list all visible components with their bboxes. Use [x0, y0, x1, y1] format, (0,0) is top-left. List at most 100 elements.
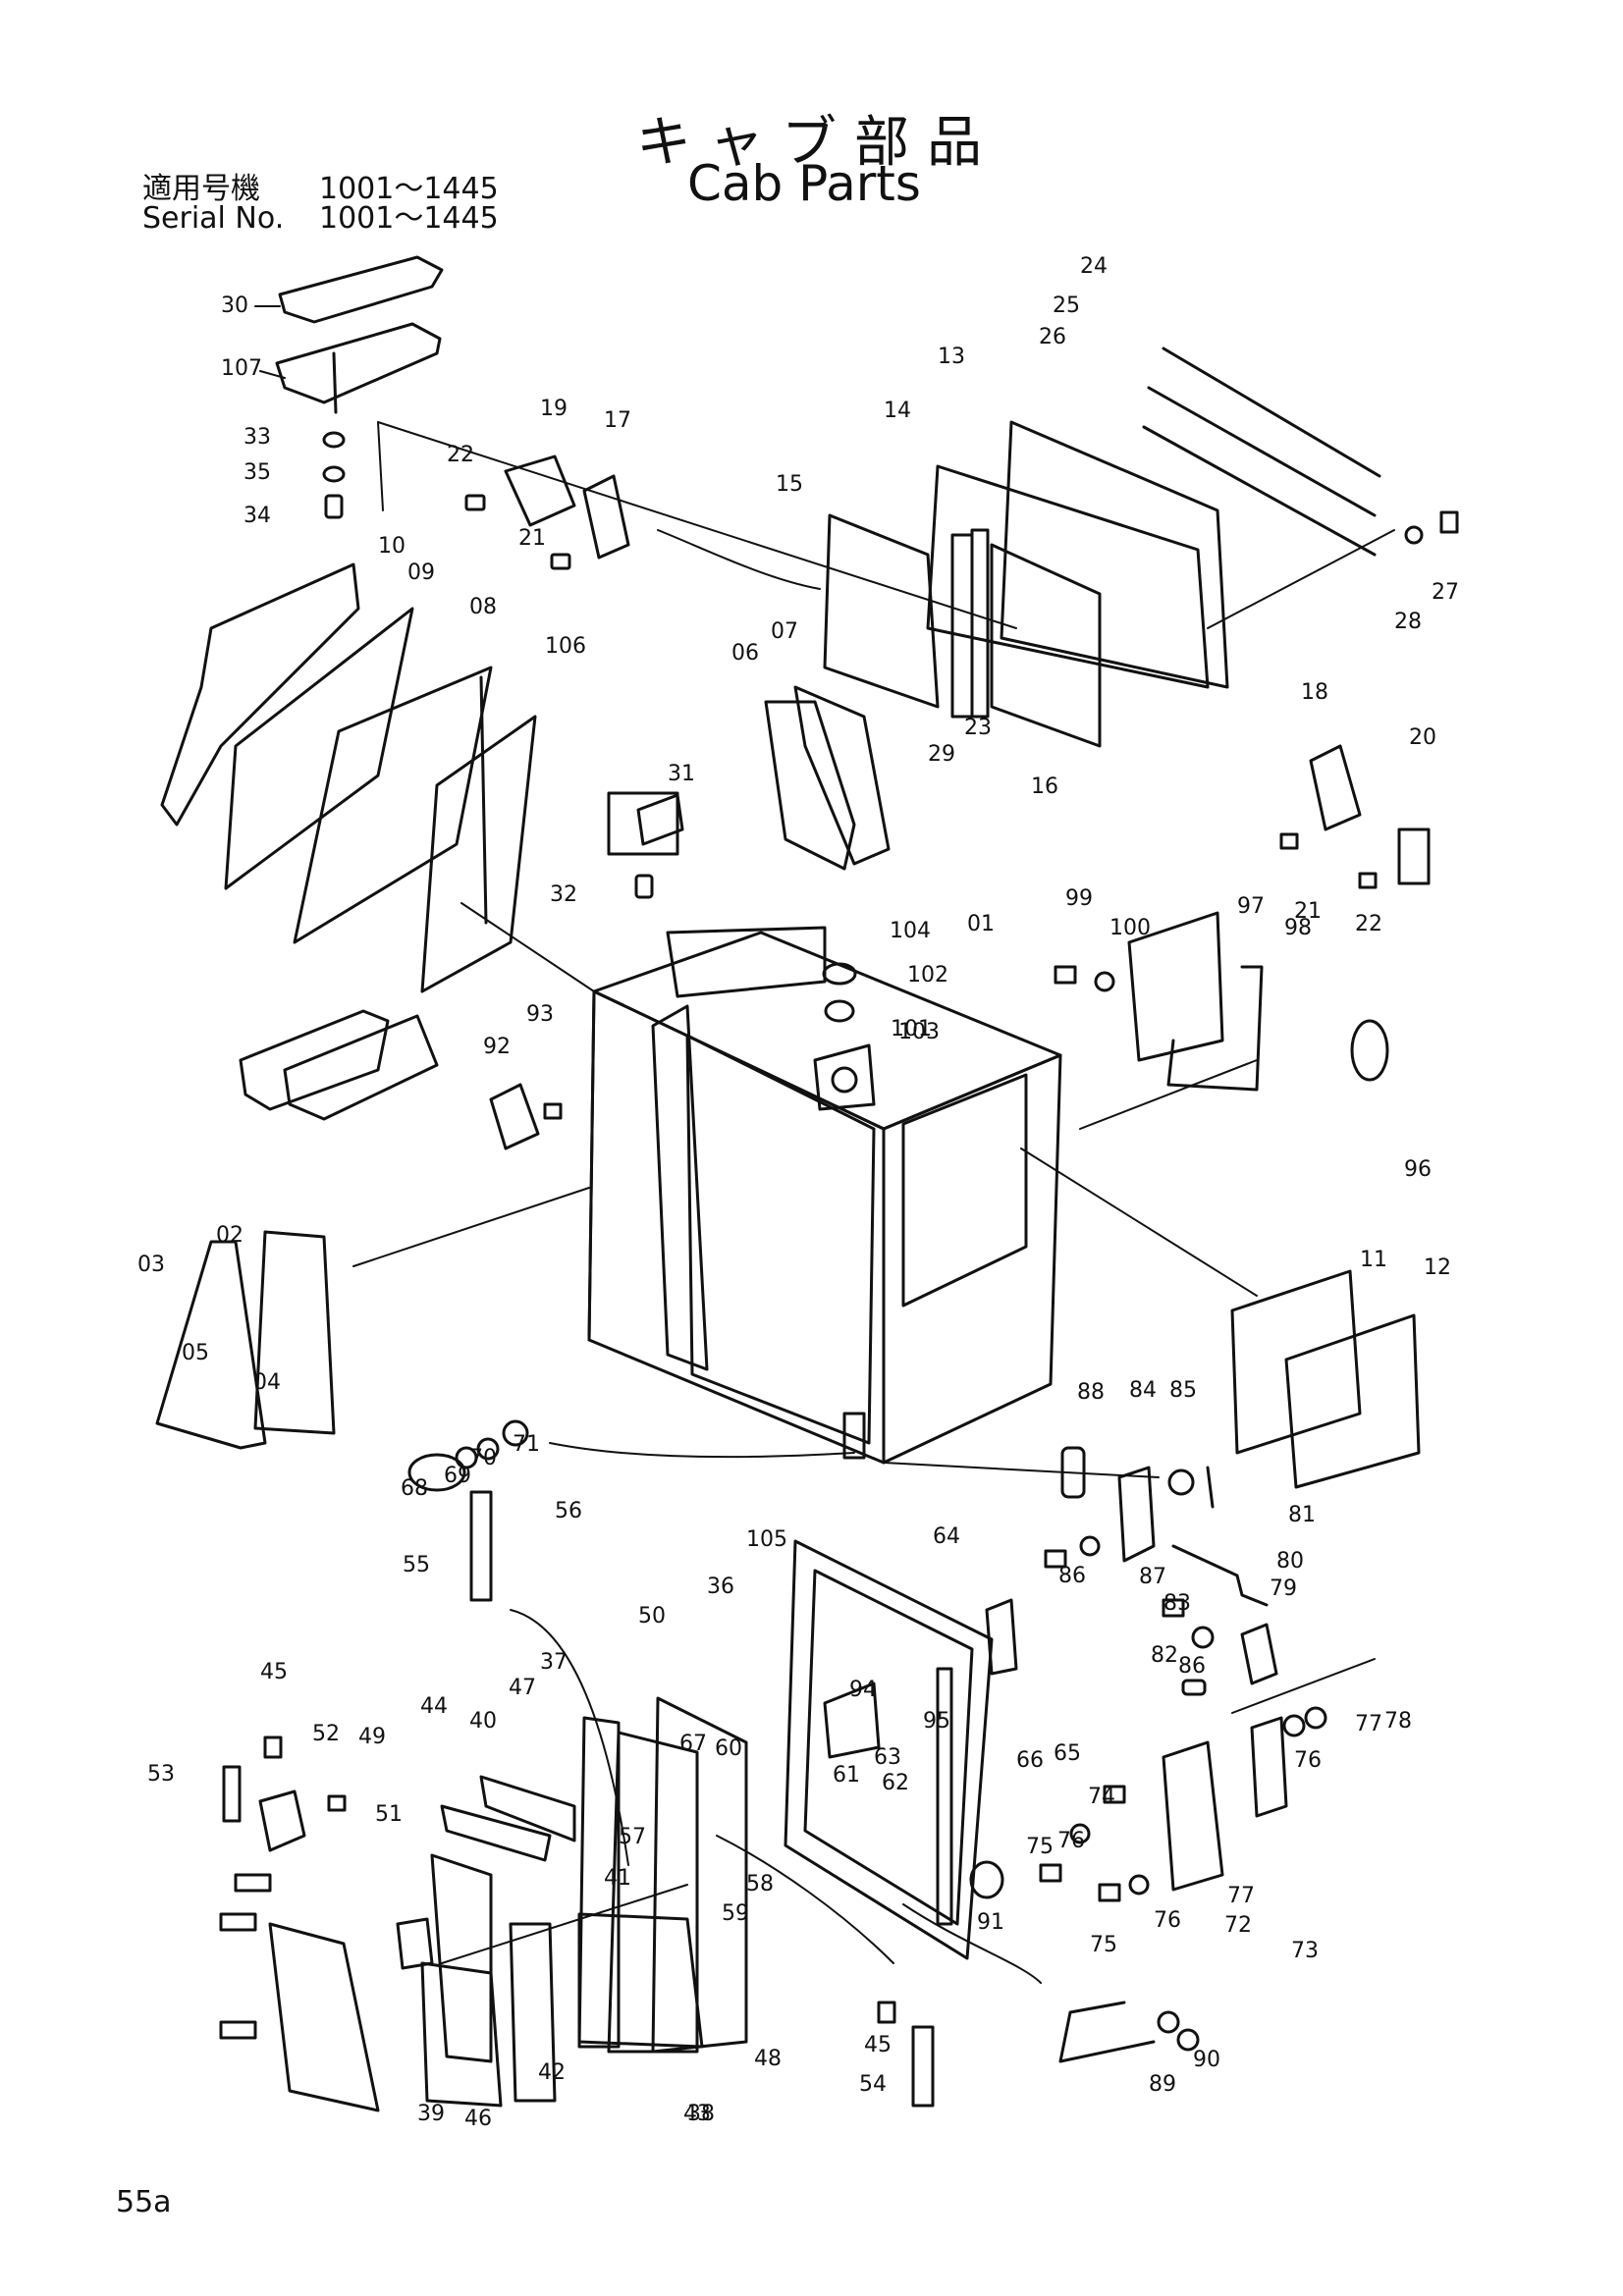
callout-label: 86	[1178, 1654, 1206, 1679]
roof-bracket-drawing	[607, 791, 684, 899]
callout-label: 106	[545, 634, 586, 659]
callout-label: 63	[874, 1745, 901, 1770]
callout-label: 89	[1149, 2072, 1176, 2097]
callout-label: 46	[464, 2107, 492, 2131]
callout-label: 51	[375, 1802, 403, 1827]
callout-label: 43	[683, 2102, 711, 2126]
callout-label: 92	[483, 1035, 511, 1059]
lower-plate-drawing	[877, 2001, 935, 2108]
callout-label: 18	[1301, 680, 1328, 705]
callout-label: 90	[1193, 2048, 1220, 2072]
grommet-drawing	[1350, 1019, 1389, 1082]
callout-label: 84	[1129, 1378, 1157, 1403]
callout-label: 69	[444, 1464, 471, 1488]
callout-label: 105	[746, 1527, 787, 1552]
callout-label: 50	[638, 1604, 666, 1629]
dome-light-drawing	[813, 962, 876, 1111]
callout-label: 75	[1026, 1835, 1054, 1859]
callout-label: 103	[898, 1020, 940, 1044]
callout-label: 25	[1053, 294, 1080, 318]
callout-label: 44	[420, 1694, 448, 1719]
callout-label: 09	[407, 561, 435, 585]
callout-label: 12	[1424, 1255, 1451, 1280]
callout-label: 71	[513, 1432, 540, 1457]
callout-label: 85	[1169, 1378, 1197, 1403]
right-windows-drawing	[1230, 1269, 1421, 1489]
callout-label: 55	[403, 1553, 430, 1577]
callout-label: 49	[358, 1725, 386, 1749]
callout-label: 17	[604, 408, 631, 433]
callout-label: 19	[540, 397, 568, 421]
callout-label: 107	[221, 356, 262, 381]
callout-label: 70	[469, 1446, 497, 1470]
callout-label: 61	[833, 1763, 860, 1788]
callout-label: 28	[1394, 610, 1422, 634]
serial-label-english: Serial No.	[142, 201, 285, 236]
page-number: 55a	[116, 2185, 172, 2219]
callout-label: 34	[243, 504, 271, 528]
callout-label: 47	[509, 1676, 536, 1700]
callout-label: 32	[550, 882, 577, 907]
callout-label: 38	[687, 2102, 715, 2126]
callout-label: 22	[1355, 912, 1382, 936]
callout-label: 76	[1154, 1908, 1181, 1933]
callout-label: 21	[518, 526, 546, 551]
callout-label: 01	[967, 912, 995, 936]
callout-label: 83	[1163, 1591, 1191, 1616]
callout-label: 10	[378, 534, 406, 559]
callout-label: 37	[540, 1650, 568, 1675]
callout-label: 104	[890, 919, 931, 943]
callout-label: 42	[538, 2060, 566, 2085]
callout-label: 58	[746, 1872, 774, 1896]
callout-label: 101	[891, 1017, 932, 1041]
callout-label: 30	[221, 294, 248, 318]
callout-label: 14	[884, 399, 911, 423]
callout-label: 76	[1294, 1748, 1322, 1773]
hinge-plate-drawing	[469, 1490, 493, 1602]
work-lamp-drawing	[407, 1419, 529, 1492]
rail-set-drawing	[1142, 347, 1459, 557]
rear-windows-drawing	[155, 1230, 336, 1450]
callout-label: 02	[216, 1223, 243, 1248]
callout-label: 78	[1384, 1709, 1412, 1734]
callout-label: 48	[754, 2047, 782, 2071]
callout-label: 99	[1065, 886, 1093, 911]
callout-label: 74	[1088, 1785, 1115, 1809]
side-windows-drawing	[239, 1009, 439, 1121]
callout-label: 24	[1080, 254, 1108, 279]
callout-label: 39	[417, 2102, 445, 2126]
callout-label: 73	[1291, 1939, 1319, 1963]
fastener-stack-drawing	[322, 431, 346, 519]
quarter-windows-drawing	[764, 685, 891, 871]
callout-label: 65	[1054, 1741, 1081, 1766]
callout-label: 66	[1016, 1748, 1044, 1773]
callout-label: 86	[1058, 1564, 1086, 1588]
callout-label: 77	[1227, 1884, 1255, 1908]
callout-label: 64	[933, 1524, 960, 1549]
callout-label: 91	[977, 1910, 1004, 1935]
door-lock-assembly-drawing	[1039, 1706, 1327, 1902]
page-title-japanese: キャブ部品	[636, 111, 1000, 175]
callout-label: 20	[1409, 725, 1436, 750]
callout-label: 56	[555, 1499, 582, 1523]
callout-label: 98	[1284, 916, 1312, 940]
side-hinge-drawing	[1279, 744, 1431, 889]
callout-label: 88	[1077, 1380, 1105, 1405]
callout-label: 60	[715, 1736, 742, 1761]
callout-label: 67	[679, 1732, 707, 1756]
callout-label: 22	[447, 443, 474, 467]
roof-hatch-drawing	[275, 255, 444, 414]
callout-label: 16	[1031, 774, 1058, 799]
callout-label: 94	[849, 1678, 877, 1702]
callout-label: 45	[260, 1660, 288, 1684]
callout-label: 102	[907, 963, 948, 988]
callout-label: 96	[1404, 1157, 1432, 1182]
callout-label: 45	[864, 2033, 892, 2057]
callout-label: 62	[882, 1771, 909, 1795]
callout-label: 97	[1237, 894, 1265, 919]
callout-label: 36	[707, 1575, 734, 1599]
callout-label: 21	[1294, 899, 1322, 924]
callout-label: 31	[668, 762, 695, 786]
